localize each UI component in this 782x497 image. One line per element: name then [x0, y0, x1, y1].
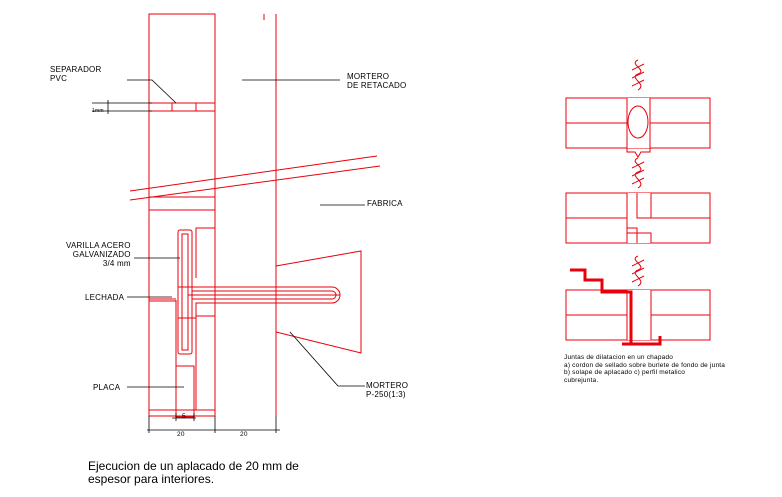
joint-detail-c [565, 255, 711, 346]
juntas-note: Juntas de dilatacion en un chapado a) co… [564, 354, 726, 384]
dim-5: 5 [182, 413, 186, 420]
label-lechada: LECHADA [85, 293, 125, 302]
label-placa: PLACA [93, 383, 121, 392]
dim-20a: 20 [177, 431, 185, 438]
upper-plate [148, 13, 216, 104]
dim-20b: 20 [240, 431, 248, 438]
mortero-trapezoid [275, 250, 362, 354]
label-separador: SEPARADOR PVC [50, 65, 102, 83]
joint-detail-b [565, 157, 711, 244]
drawing-caption: Ejecucion de un aplacado de 20 mm de esp… [88, 459, 299, 486]
label-varilla: VARILLA ACERO GALVANIZADO 3/4 mm [66, 241, 131, 268]
dim-sep: 1mm [92, 108, 104, 114]
label-fabrica: FABRICA [367, 199, 403, 208]
wall-section [92, 13, 381, 433]
anchor-rod [175, 229, 341, 366]
joint-detail-a [565, 59, 711, 158]
pvc-separator [148, 102, 216, 112]
label-mortero-retacado: MORTERO DE RETACADO [347, 72, 407, 90]
label-mortero-p250: MORTERO P-250(1:3) [366, 381, 409, 399]
